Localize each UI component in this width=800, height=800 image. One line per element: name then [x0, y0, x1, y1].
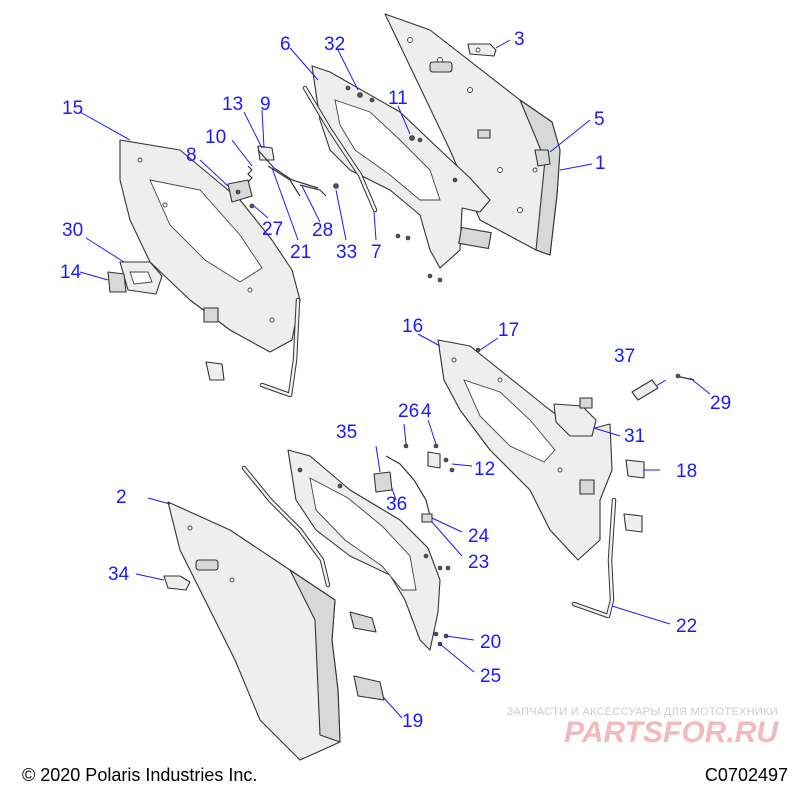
drawing-number: C0702497: [704, 765, 788, 785]
part-5-hinge: [534, 149, 551, 167]
callout-11: 11: [388, 88, 408, 109]
callout-32: 32: [324, 34, 345, 55]
callout-labels: 1 2 3 4 5 6 7 8 9 10 11 12 13 14 15 16 1…: [60, 29, 731, 732]
callout-37: 37: [614, 346, 635, 367]
part-seal-top-left: [259, 297, 301, 398]
callout-20: 20: [480, 632, 501, 653]
part-16-inner-trim-panel: [437, 339, 613, 561]
callout-9: 9: [260, 94, 271, 115]
callout-7: 7: [371, 242, 382, 263]
part-pad-bottom-right: [623, 513, 643, 533]
part-3-handle-bracket: [467, 43, 497, 57]
part-door-frame-bottom: [287, 449, 451, 651]
part-37-strut: [631, 379, 659, 401]
callout-23: 23: [468, 552, 489, 573]
part-33-fastener: [333, 183, 339, 189]
part-35-latch: [373, 471, 393, 493]
callout-5: 5: [594, 109, 605, 130]
watermark: ЗАПЧАСТИ И АКСЕССУАРЫ ДЛЯ МОТОТЕХНИКИ PA…: [507, 706, 778, 748]
part-17-screw: [475, 347, 481, 353]
part-15-inner-trim-panel: [119, 139, 301, 353]
watermark-tagline: ЗАПЧАСТИ И АКСЕССУАРЫ ДЛЯ МОТОТЕХНИКИ: [506, 706, 778, 718]
part-2-outer-door-panel: [167, 501, 341, 761]
part-8-latch: [227, 179, 253, 203]
callout-29: 29: [710, 393, 731, 414]
watermark-logo: PARTSFOR.RU: [564, 716, 778, 749]
callout-21: 21: [290, 242, 311, 263]
callout-19: 19: [402, 711, 423, 732]
callout-25: 25: [480, 666, 501, 687]
part-9-latch-bracket: [257, 145, 275, 161]
leader-lines: [79, 39, 711, 719]
part-19-hinge-blocks: [349, 611, 385, 701]
callout-22: 22: [676, 616, 697, 637]
callout-1: 1: [595, 153, 606, 174]
callout-6: 6: [280, 34, 291, 55]
callout-16: 16: [402, 316, 423, 337]
part-4-screw: [433, 443, 439, 449]
part-11-fastener: [409, 135, 415, 141]
callout-4: 4: [421, 401, 432, 422]
callout-27: 27: [262, 219, 283, 240]
part-36-latch-rod: [385, 455, 431, 517]
part-frame-bolts-top: [395, 233, 443, 283]
part-21-rod: [267, 165, 301, 197]
part-26-clip: [403, 443, 409, 449]
copyright-text: © 2020 Polaris Industries Inc.: [22, 765, 258, 785]
part-18-pad: [625, 459, 645, 479]
callout-36: 36: [386, 494, 407, 515]
callout-3: 3: [514, 29, 525, 50]
part-22-seal-strip: [571, 497, 617, 619]
callout-30: 30: [62, 220, 83, 241]
callout-14: 14: [60, 262, 82, 283]
part-30-handle-bezel: [119, 261, 163, 295]
part-6-door-frame: [311, 65, 492, 269]
callout-17: 17: [498, 320, 519, 341]
part-20-25-bolts: [433, 631, 449, 647]
part-34-exterior-handle: [163, 575, 191, 591]
callout-24: 24: [468, 526, 490, 547]
callout-18: 18: [676, 461, 697, 482]
part-27-clip: [249, 203, 255, 209]
part-28-cable: [299, 184, 327, 197]
part-24-23-fasteners: [421, 513, 433, 523]
callout-2: 2: [116, 487, 127, 508]
callout-34: 34: [108, 564, 130, 585]
callout-13: 13: [222, 94, 243, 115]
callout-28: 28: [312, 220, 333, 241]
callout-10: 10: [205, 127, 226, 148]
part-12-bracket: [427, 451, 455, 473]
part-31-bracket: [553, 397, 597, 437]
callout-15: 15: [62, 98, 83, 119]
part-10-latch-spring: [247, 165, 253, 183]
callout-26: 26: [398, 401, 419, 422]
part-seal-bottom-left: [241, 465, 331, 588]
part-14-handle-lever: [107, 271, 127, 293]
part-7-seal-strip: [302, 85, 378, 213]
callout-35: 35: [336, 422, 357, 443]
part-pad-top-left: [205, 361, 225, 381]
callout-12: 12: [474, 459, 495, 480]
callout-33: 33: [336, 242, 357, 263]
part-13-rod: [257, 149, 319, 189]
callout-31: 31: [624, 426, 645, 447]
part-32-fastener: [357, 92, 363, 98]
callout-8: 8: [186, 145, 197, 166]
part-1-outer-door-panel: [384, 13, 561, 256]
